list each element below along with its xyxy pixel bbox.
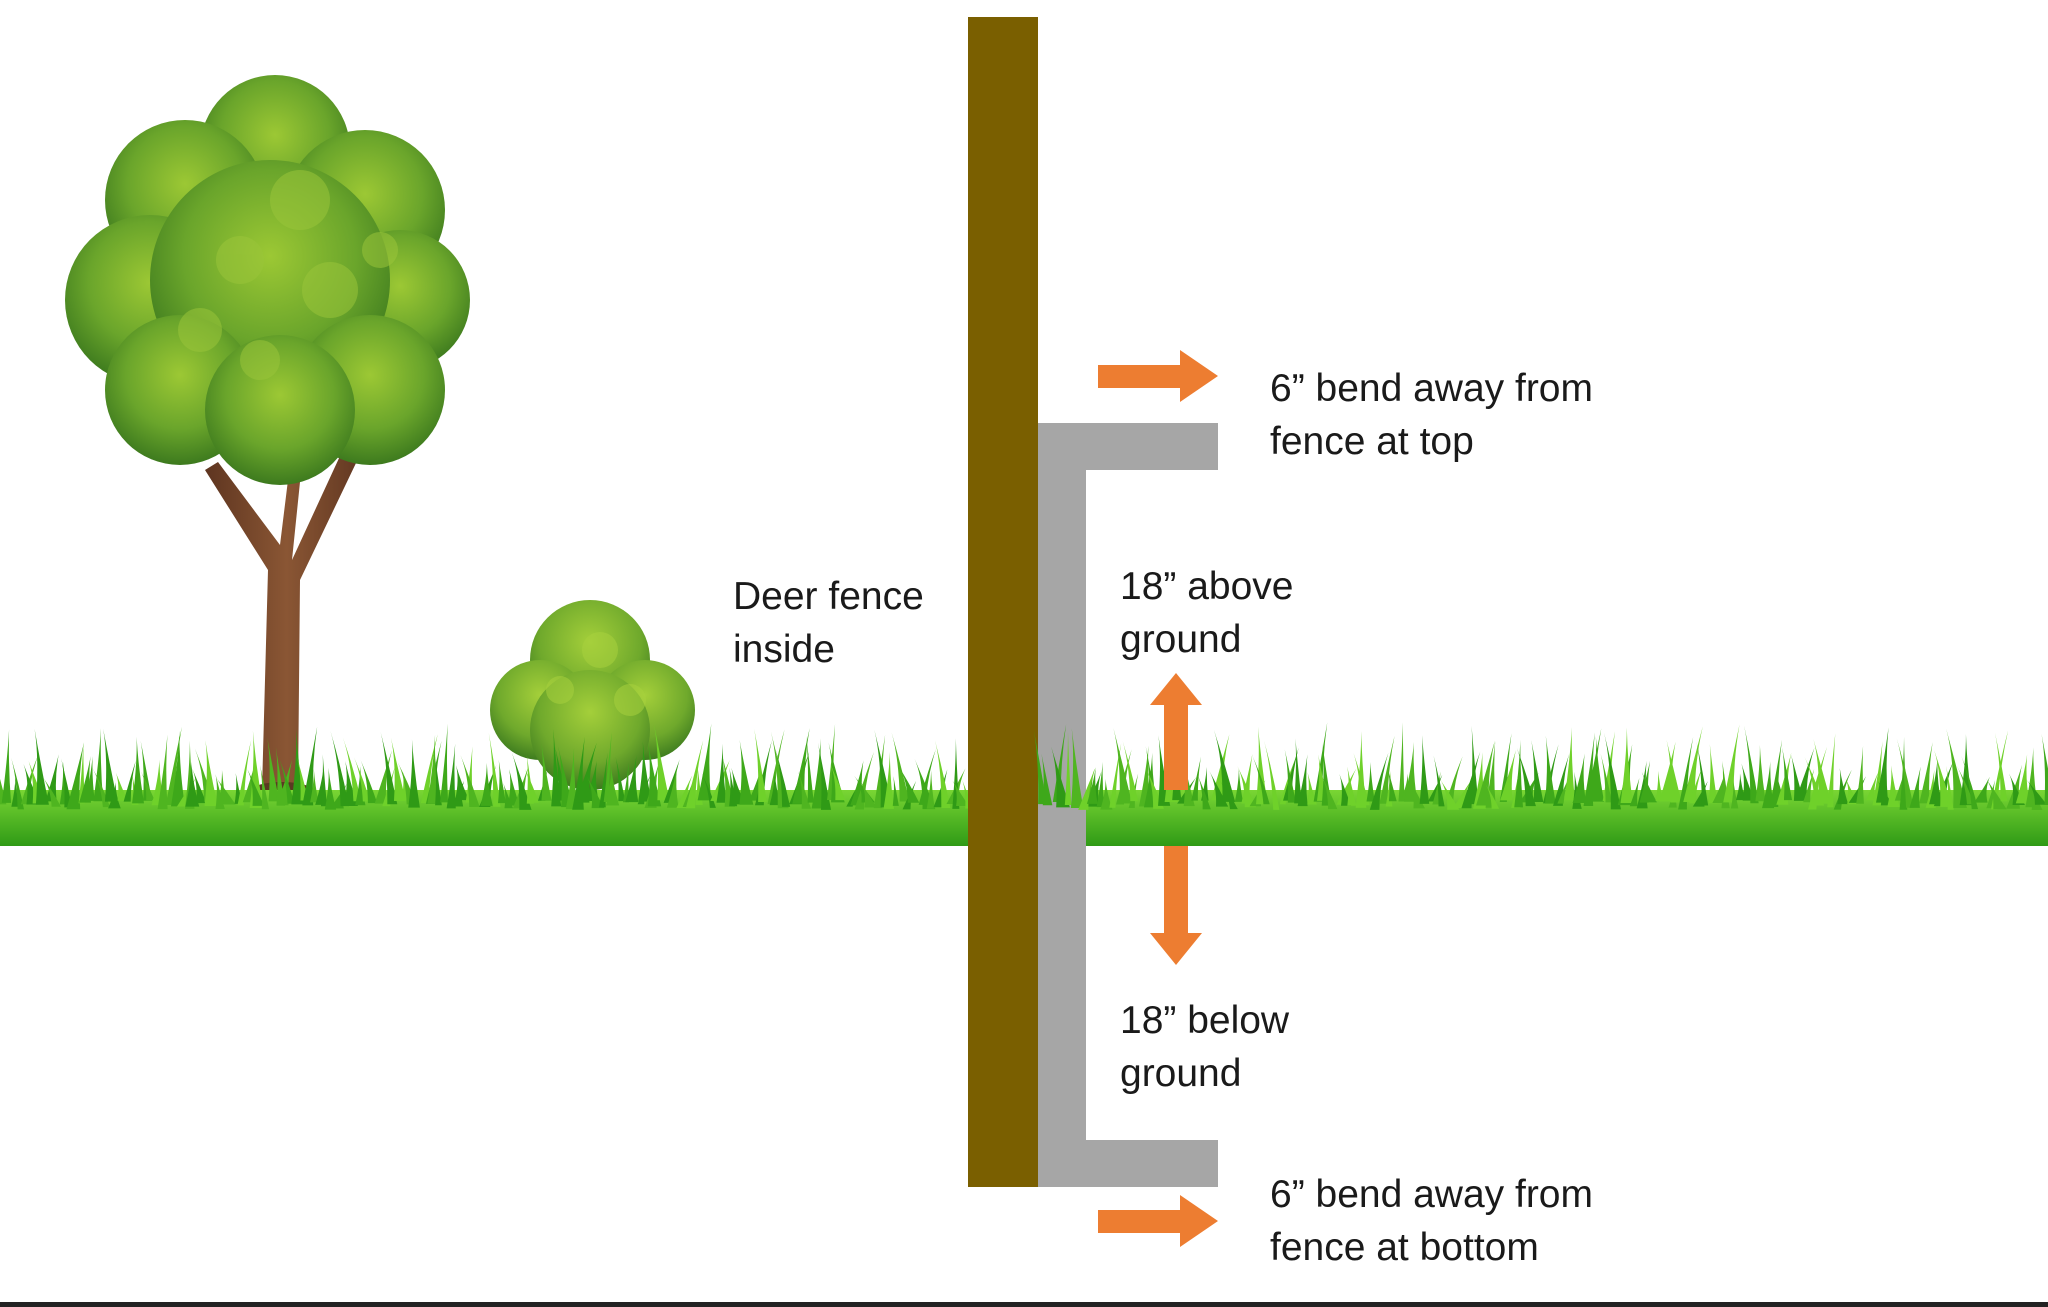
arrow-bottom-bend: [1098, 1195, 1218, 1247]
below-ground-line-2: ground: [1120, 1052, 1242, 1095]
fence-post: [968, 17, 1038, 1187]
top-bend-line-2: fence at top: [1270, 420, 1474, 463]
below-ground-label: 18” below ground: [1120, 994, 1289, 1100]
top-bend-line-1: 6” bend away from: [1270, 367, 1593, 410]
fence-inside-label: Deer fence inside: [733, 570, 924, 676]
fence-inside-line-1: Deer fence: [733, 575, 924, 618]
above-ground-label: 18” above ground: [1120, 560, 1293, 666]
top-bend-label: 6” bend away from fence at top: [1270, 362, 1593, 468]
arrow-top-bend: [1098, 350, 1218, 402]
fence-inside-line-2: inside: [733, 628, 835, 671]
above-ground-line-1: 18” above: [1120, 565, 1294, 608]
bottom-bend-label: 6” bend away from fence at bottom: [1270, 1168, 1593, 1274]
bottom-bend-line-2: fence at bottom: [1270, 1226, 1539, 1269]
above-ground-line-2: ground: [1120, 618, 1242, 661]
arrow-above-ground: [1150, 673, 1202, 790]
tree-icon: [65, 75, 470, 798]
bush-icon: [490, 600, 695, 790]
bottom-bend-line-1: 6” bend away from: [1270, 1173, 1593, 1216]
bottom-rule: [0, 1302, 2048, 1307]
arrow-below-ground: [1150, 846, 1202, 965]
below-ground-line-1: 18” below: [1120, 999, 1290, 1042]
